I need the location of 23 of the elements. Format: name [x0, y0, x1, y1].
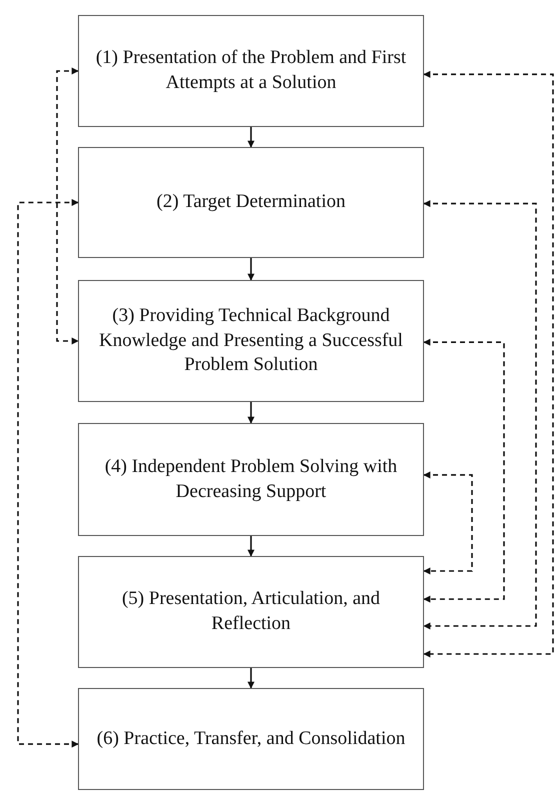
dashed-arrow	[423, 471, 473, 574]
dashed-arrow	[56, 68, 79, 344]
arrow	[248, 258, 254, 281]
dashed-arrow	[423, 200, 537, 630]
process-box	[78, 556, 424, 668]
process-box	[78, 423, 424, 536]
process-box	[78, 280, 424, 402]
arrow	[248, 402, 254, 424]
arrow	[248, 127, 254, 148]
dashed-arrow	[17, 199, 79, 748]
process-box	[78, 688, 424, 790]
arrow	[248, 668, 254, 689]
dashed-arrow	[423, 70, 554, 658]
step-label: (4) Independent Problem Solving with Decreasing Support	[104, 454, 398, 504]
process-box	[78, 147, 424, 258]
step-label: (6) Practice, Transfer, and Consolidation	[96, 726, 406, 751]
step-label: (2) Target Determination	[156, 190, 346, 214]
arrow	[248, 536, 254, 557]
step-label: (1) Presentation of the Problem and First Attempts at a Solution	[94, 46, 408, 95]
process-box	[78, 15, 424, 127]
step-label: (5) Presentation, Articulation, and Reflection	[120, 587, 382, 636]
dashed-arrow	[423, 338, 505, 603]
step-label: (3) Providing Technical Background Knowledge and Presenting a Successful Problem Solution	[98, 304, 404, 378]
